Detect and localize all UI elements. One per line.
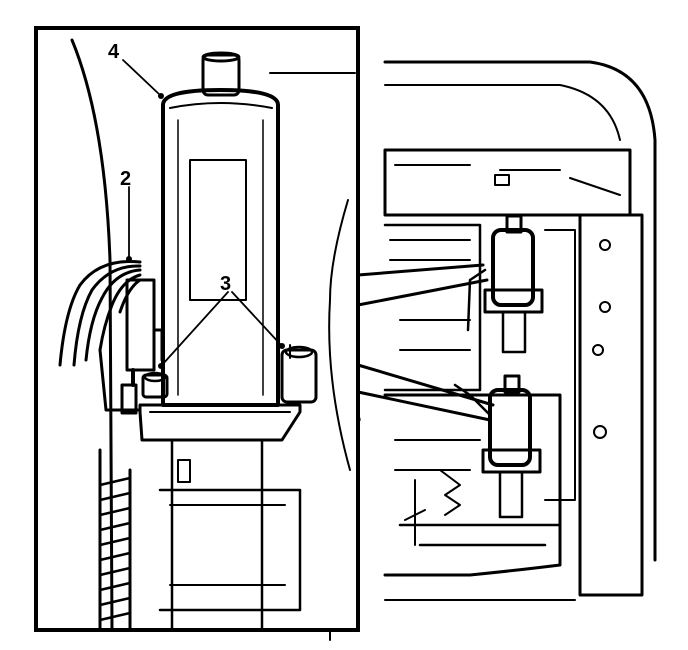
callout-4: 4 (108, 41, 120, 63)
ribbed-hose (98, 448, 132, 632)
wiring-harness (58, 259, 164, 415)
callout-3: 3 (220, 273, 231, 295)
solenoid-upper (466, 214, 544, 354)
solenoid-body (138, 51, 302, 442)
callout-2: 2 (120, 168, 131, 190)
bolt-left (141, 371, 169, 399)
solenoid-lower (453, 374, 542, 519)
callout-leaders (122, 59, 285, 369)
overview-scene (329, 60, 657, 641)
inset-detail: 4 2 3 (34, 26, 360, 632)
zoom-leaders (356, 263, 495, 422)
bolt-right (280, 344, 318, 404)
